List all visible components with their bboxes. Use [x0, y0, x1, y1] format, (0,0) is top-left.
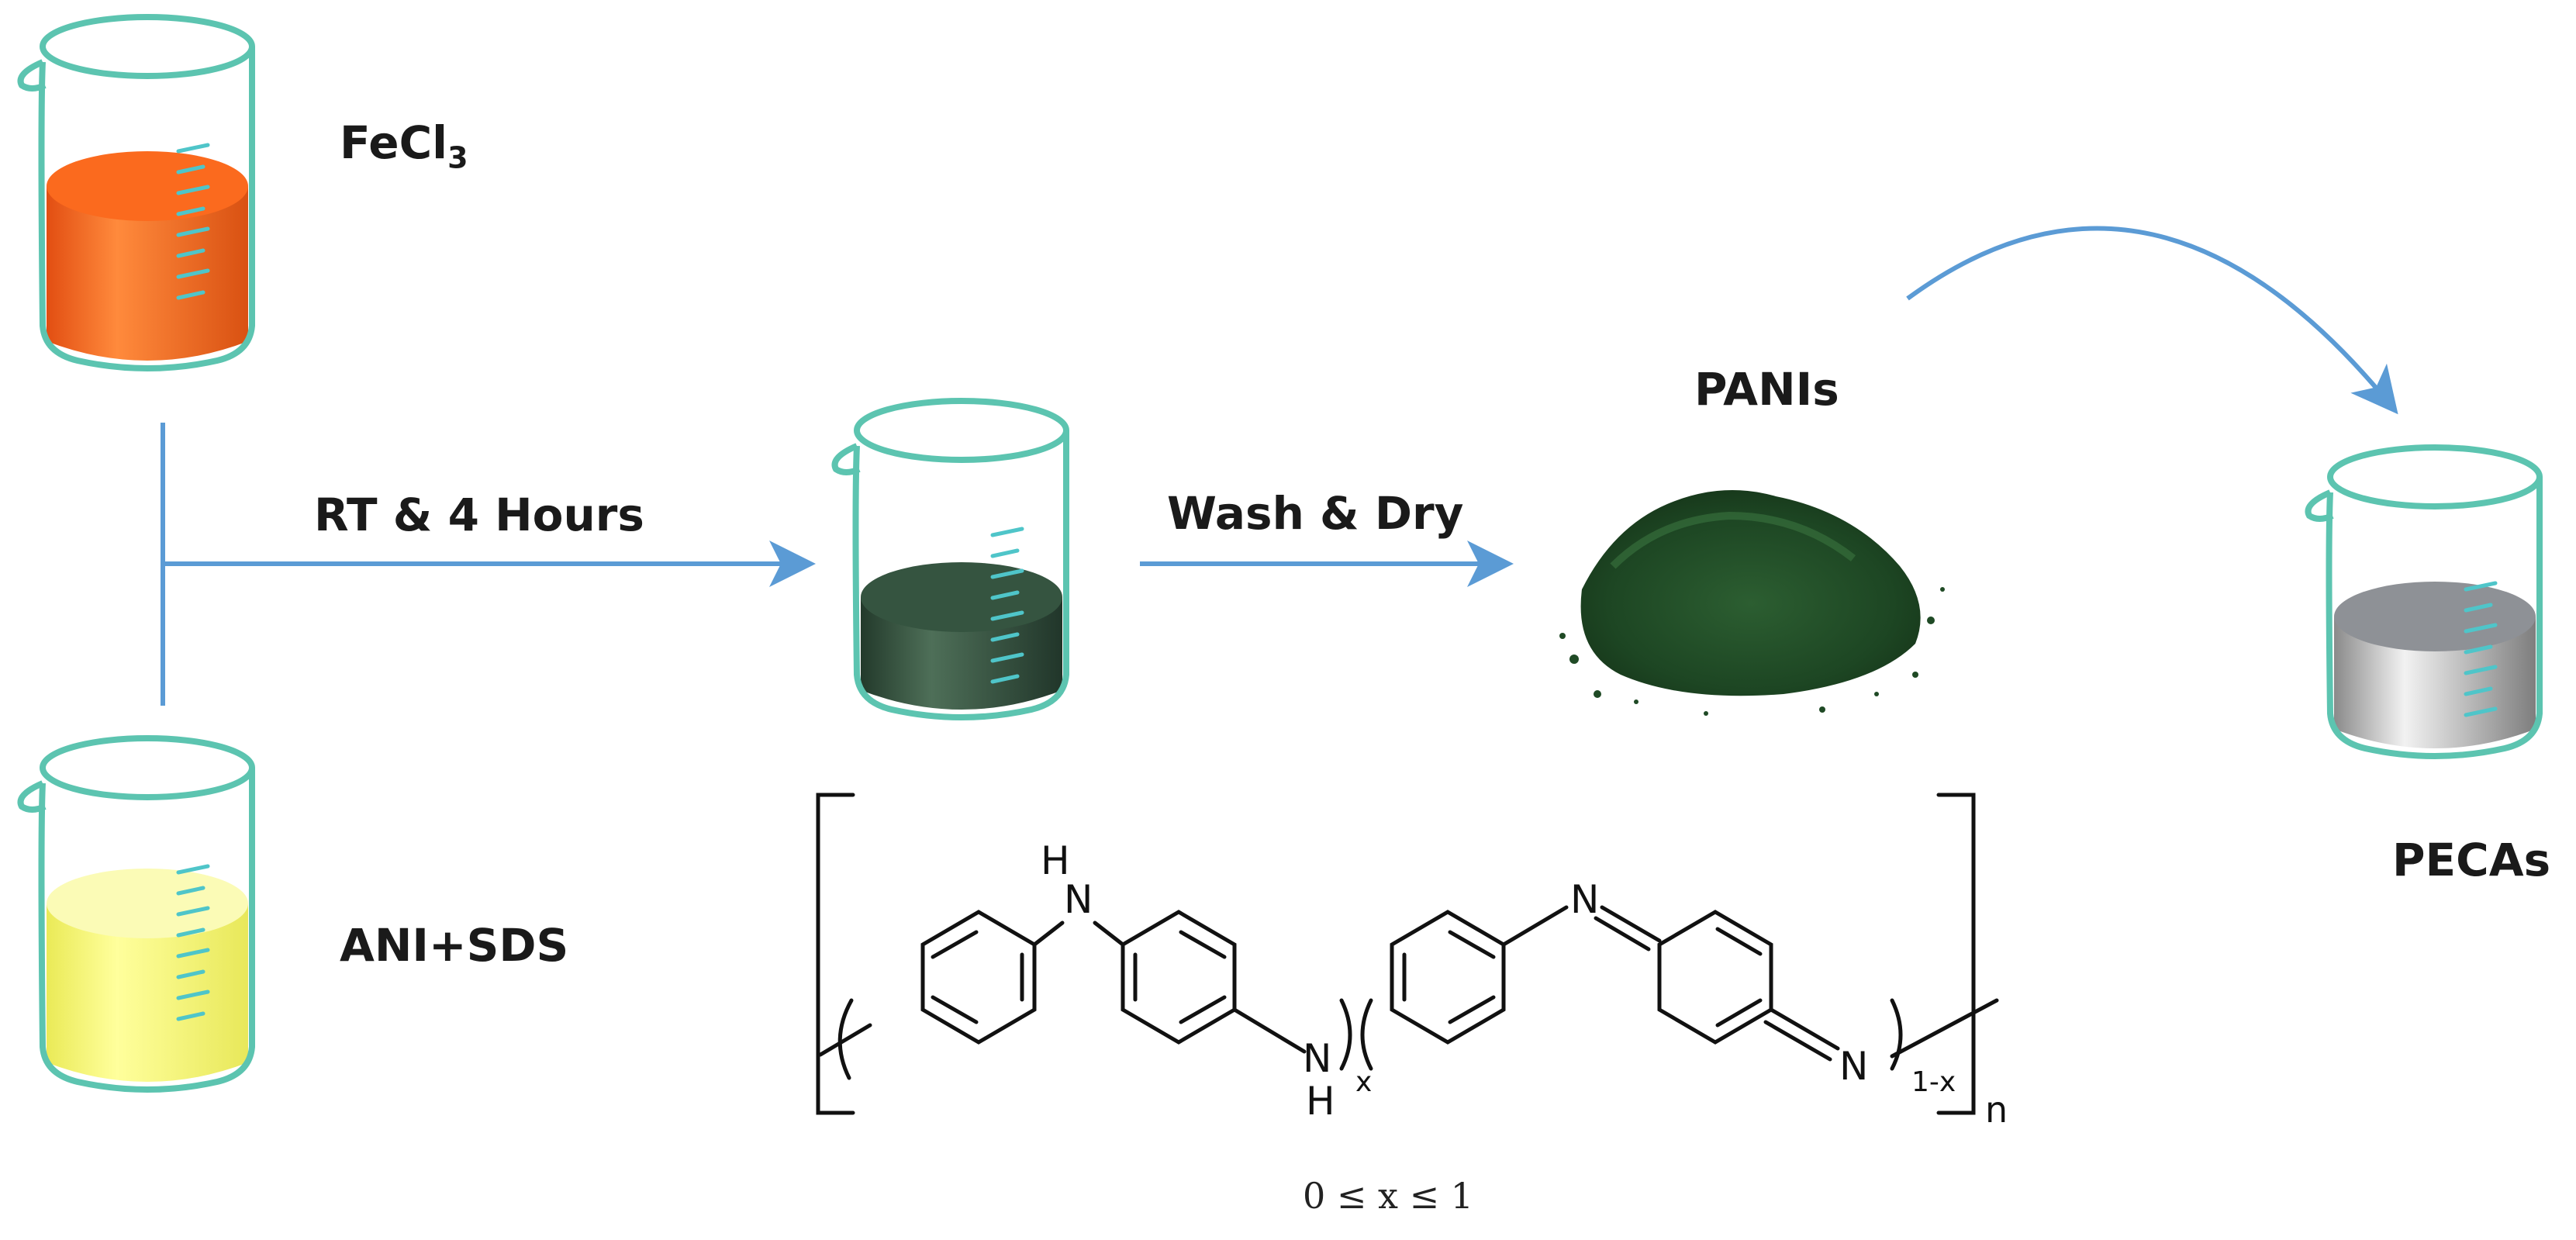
label-ani-sds: ANI+SDS	[340, 919, 569, 972]
atom-n-imine-top: N	[1570, 877, 1600, 922]
label-fecl3: FeCl3	[340, 116, 468, 175]
pani-powder	[1559, 490, 1945, 716]
arrow-curved	[1906, 226, 2398, 415]
beaker-ani-sds	[17, 735, 255, 1093]
reaction-arrows	[161, 226, 2398, 706]
beaker-pecas	[2305, 444, 2543, 759]
subscript-x: x	[1355, 1066, 1373, 1098]
label-fecl3-main: FeCl	[340, 116, 448, 169]
label-pecas: PECAs	[2392, 834, 2551, 886]
left-bracket	[816, 793, 855, 1115]
atom-n-imine-bottom: N	[1839, 1044, 1869, 1089]
atom-n-bottom: N	[1303, 1036, 1332, 1081]
condition-x-range: 0 ≤ x ≤ 1	[1303, 1175, 1474, 1217]
label-panis: PANIs	[1694, 363, 1839, 416]
pani-structure	[816, 793, 1999, 1115]
subscript-n: n	[1985, 1089, 2008, 1131]
beaker-fecl3	[17, 14, 255, 371]
label-wash-dry: Wash & Dry	[1167, 487, 1464, 540]
right-bracket	[1936, 793, 1976, 1115]
atom-n-top: N	[1064, 877, 1093, 922]
label-rt-4-hours: RT & 4 Hours	[314, 489, 644, 541]
subscript-1-x: 1-x	[1911, 1066, 1956, 1098]
beaker-reaction	[831, 398, 1069, 720]
atom-h-top: H	[1041, 838, 1070, 883]
atom-h-bottom: H	[1306, 1079, 1335, 1124]
label-fecl3-subscript: 3	[447, 140, 468, 175]
